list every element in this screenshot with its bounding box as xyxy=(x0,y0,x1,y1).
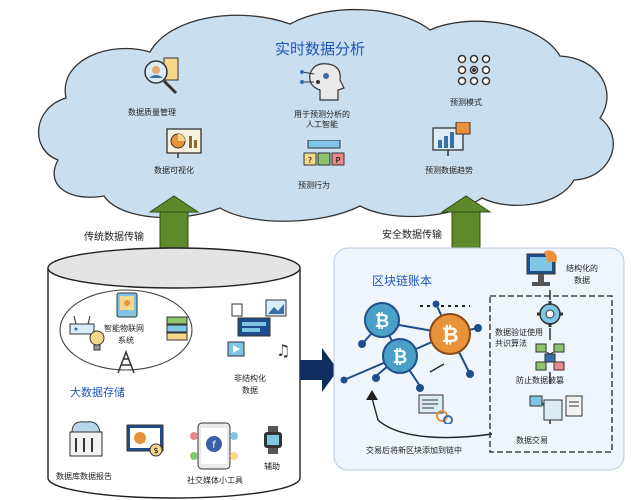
blockchain-title: 区块链账本 xyxy=(372,274,433,288)
label-structured-line1: 结构化的 xyxy=(566,264,598,273)
label-database-report: 数据库数据报告 xyxy=(56,472,112,481)
label-data-exchange: 数据交易 xyxy=(516,436,548,445)
presentation-chart-icon: $ xyxy=(126,424,166,458)
iot-tower-icon xyxy=(114,349,138,374)
label-consensus-line1: 数据验证使用 xyxy=(495,328,543,337)
chain-link-arrow xyxy=(429,363,445,373)
new-block-chain-icon xyxy=(418,394,454,425)
svg-text:P: P xyxy=(336,156,341,165)
svg-text:$: $ xyxy=(153,446,158,455)
label-prediction-behavior: 预测行为 xyxy=(298,181,330,190)
label-data-trend: 预测数据趋势 xyxy=(425,166,473,175)
iot-device-icon xyxy=(116,292,138,318)
consensus-gear-icon xyxy=(536,300,566,328)
bitcoin-coin-3: ₿ xyxy=(382,338,418,374)
ai-head-icon xyxy=(300,60,350,104)
label-aux: 辅助 xyxy=(264,462,280,471)
svg-text:♫: ♫ xyxy=(276,341,290,360)
bigdata-cylinder xyxy=(47,247,301,499)
cloud-title: 实时数据分析 xyxy=(274,40,365,58)
unstructured-data-icon: ♫ xyxy=(226,298,290,360)
iot-group-ellipse xyxy=(59,289,193,371)
svg-text:₿: ₿ xyxy=(375,311,390,332)
iot-bulb-icon xyxy=(88,330,106,352)
data-quality-icon xyxy=(142,56,182,96)
label-unstructured-line2: 数据 xyxy=(242,386,258,395)
label-secure-transfer: 安全数据传输 xyxy=(382,230,442,241)
svg-text:f: f xyxy=(212,440,216,451)
svg-text:?: ? xyxy=(308,156,312,165)
iot-server-icon xyxy=(166,316,188,342)
bitcoin-coin-1: ₿ xyxy=(364,302,400,338)
iot-router-icon xyxy=(68,314,96,338)
label-ai-line1: 用于预测分析的 xyxy=(294,110,350,119)
social-media-phone-icon: f xyxy=(190,422,238,472)
label-structured-line2: 数据 xyxy=(574,276,590,285)
label-consensus-line2: 共识算法 xyxy=(495,339,527,348)
label-unstructured-line1: 非结构化 xyxy=(234,374,266,383)
label-iot-line2: 系统 xyxy=(118,336,134,345)
label-social-media: 社交媒体小工具 xyxy=(187,476,243,485)
data-visualization-icon xyxy=(166,128,202,158)
label-data-quality: 数据质量管理 xyxy=(128,108,176,117)
label-bigdata-storage: 大数据存储 xyxy=(70,386,125,399)
data-exchange-icon xyxy=(528,394,584,424)
tamper-prevention-icon xyxy=(534,342,566,372)
prediction-model-icon xyxy=(456,54,492,86)
new-block-arrowhead xyxy=(366,390,378,400)
database-report-icon xyxy=(64,418,106,458)
label-prevent-tamper: 防止数据被篡 xyxy=(516,376,564,385)
navy-transfer-arrow xyxy=(300,348,338,392)
label-data-visualization: 数据可视化 xyxy=(154,166,194,175)
label-new-block: 交易后将新区块添加到链中 xyxy=(366,446,462,455)
label-ai-line2: 人工智能 xyxy=(306,120,338,129)
data-trend-icon xyxy=(432,121,472,158)
label-traditional-transfer: 传统数据传输 xyxy=(84,232,144,243)
bitcoin-coin-2: ₿ xyxy=(429,313,471,355)
label-prediction-model: 预测模式 xyxy=(450,98,482,107)
dashed-process-box xyxy=(489,295,613,453)
svg-text:₿: ₿ xyxy=(393,347,408,368)
cloud-shape xyxy=(37,8,614,222)
svg-text:₿: ₿ xyxy=(441,323,458,347)
smartwatch-icon xyxy=(262,426,284,454)
label-iot-line1: 智能物联网 xyxy=(104,324,144,333)
network-nodes xyxy=(340,300,482,392)
structured-data-icon xyxy=(526,250,560,290)
prediction-behavior-icon: ? P xyxy=(302,139,346,170)
